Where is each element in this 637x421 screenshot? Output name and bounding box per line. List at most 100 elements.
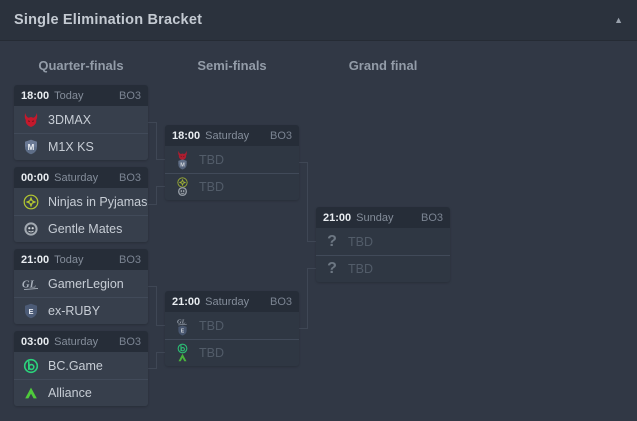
ex-ruby-logo-icon <box>177 325 188 336</box>
match-day: Saturday <box>205 129 250 142</box>
match-format: BO3 <box>118 89 141 102</box>
team-name: ex-RUBY <box>48 304 101 318</box>
bracket-connector <box>157 186 165 187</box>
match-time: 00:00 <box>21 171 50 184</box>
bracket-connector <box>156 352 157 369</box>
match-header: 18:00 Saturday BO3 <box>165 125 299 146</box>
match-header: 21:00 Sunday BO3 <box>316 207 450 228</box>
team-row-gamerlegion[interactable]: GamerLegion <box>14 270 148 297</box>
team-name: TBD <box>348 262 373 276</box>
possible-teams-logos <box>173 344 191 362</box>
match-card-sf1[interactable]: 18:00 Saturday BO3 TBD TBD <box>165 125 299 200</box>
team-name: M1X KS <box>48 140 94 154</box>
match-card-qf3[interactable]: 21:00 Today BO3 GamerLegion ex-RUBY <box>14 249 148 324</box>
team-name: TBD <box>199 318 224 333</box>
gentle-mates-logo-icon <box>22 221 40 237</box>
gentle-mates-logo-icon <box>177 186 188 197</box>
team-name: TBD <box>199 152 224 167</box>
team-row-ninjas-in-pyjamas[interactable]: Ninjas in Pyjamas <box>14 188 148 215</box>
match-format: BO3 <box>269 129 292 142</box>
team-row-gentle-mates[interactable]: Gentle Mates <box>14 215 148 242</box>
round-label-grand-final: Grand final <box>348 58 418 73</box>
match-header: 03:00 Saturday BO3 <box>14 331 148 352</box>
panel-header[interactable]: Single Elimination Bracket ▲ <box>0 0 637 41</box>
team-name: GamerLegion <box>48 276 124 291</box>
ninjas-in-pyjamas-logo-icon <box>22 194 40 210</box>
match-time: 21:00 <box>172 295 201 308</box>
match-format: BO3 <box>118 335 141 348</box>
team-name: TBD <box>199 346 224 360</box>
match-time: 21:00 <box>21 253 50 266</box>
bracket-connector <box>157 325 165 326</box>
team-row-tbd[interactable]: TBD <box>165 312 299 339</box>
possible-teams-logos <box>173 178 191 196</box>
round-label-quarter-finals: Quarter-finals <box>38 58 124 73</box>
match-day: Today <box>54 253 84 266</box>
team-row-ex-ruby[interactable]: ex-RUBY <box>14 297 148 324</box>
bc-game-logo-icon <box>22 358 40 374</box>
team-row-3dmax[interactable]: 3DMAX <box>14 106 148 133</box>
match-time: 18:00 <box>172 129 201 142</box>
team-row-tbd[interactable]: ? TBD <box>316 228 450 255</box>
bracket-connector <box>156 286 157 326</box>
match-day: Saturday <box>205 295 250 308</box>
match-day: Saturday <box>54 171 99 184</box>
bracket-connector <box>299 162 308 163</box>
bracket-connector <box>156 186 157 205</box>
bracket-connector <box>307 268 308 329</box>
ex-ruby-logo-icon <box>22 303 40 319</box>
team-name: Alliance <box>48 386 92 400</box>
team-name: TBD <box>199 180 224 194</box>
team-row-m1x-ks[interactable]: M1X KS <box>14 133 148 160</box>
match-card-sf2[interactable]: 21:00 Saturday BO3 TBD TBD <box>165 291 299 366</box>
bracket-connector <box>148 204 157 205</box>
team-name: Gentle Mates <box>48 222 123 236</box>
match-format: BO3 <box>269 295 292 308</box>
team-name: TBD <box>348 234 373 249</box>
bracket-connector <box>157 352 165 353</box>
match-card-qf4[interactable]: 03:00 Saturday BO3 BC.Game Alliance <box>14 331 148 406</box>
match-card-qf1[interactable]: 18:00 Today BO3 3DMAX M1X KS <box>14 85 148 160</box>
possible-teams-logos <box>173 151 191 169</box>
team-name: 3DMAX <box>48 112 92 127</box>
bracket-connector <box>308 268 316 269</box>
alliance-logo-icon <box>177 352 188 363</box>
team-row-tbd[interactable]: TBD <box>165 339 299 366</box>
m1x-ks-logo-icon <box>177 159 188 170</box>
match-card-qf2[interactable]: 00:00 Saturday BO3 Ninjas in Pyjamas Gen… <box>14 167 148 242</box>
team-row-bc-game[interactable]: BC.Game <box>14 352 148 379</box>
collapse-arrow-icon[interactable]: ▲ <box>614 15 623 25</box>
bracket-connector <box>299 328 308 329</box>
question-mark-icon: ? <box>327 260 337 277</box>
match-day: Saturday <box>54 335 99 348</box>
bracket-connector <box>148 286 157 287</box>
possible-teams-logos <box>173 317 191 335</box>
match-header: 21:00 Today BO3 <box>14 249 148 270</box>
alliance-logo-icon <box>22 385 40 401</box>
team-name: Ninjas in Pyjamas <box>48 194 148 209</box>
bracket-connector <box>156 122 157 160</box>
round-label-semi-finals: Semi-finals <box>197 58 267 73</box>
bracket-body: Quarter-finals Semi-finals Grand final 1… <box>0 42 637 421</box>
match-time: 18:00 <box>21 89 50 102</box>
bracket-connector <box>308 241 316 242</box>
m1x-ks-logo-icon <box>22 139 40 155</box>
bracket-connector <box>307 162 308 242</box>
match-time: 03:00 <box>21 335 50 348</box>
team-row-tbd[interactable]: TBD <box>165 146 299 173</box>
bracket-connector <box>157 159 165 160</box>
team-row-alliance[interactable]: Alliance <box>14 379 148 406</box>
match-format: BO3 <box>118 171 141 184</box>
match-format: BO3 <box>420 211 443 224</box>
match-card-grand-final[interactable]: 21:00 Sunday BO3 ? TBD ? TBD <box>316 207 450 282</box>
match-format: BO3 <box>118 253 141 266</box>
panel-title: Single Elimination Bracket <box>14 12 203 28</box>
team-row-tbd[interactable]: TBD <box>165 173 299 200</box>
question-mark-icon: ? <box>327 232 337 250</box>
team-name: BC.Game <box>48 358 103 373</box>
match-header: 00:00 Saturday BO3 <box>14 167 148 188</box>
match-header: 18:00 Today BO3 <box>14 85 148 106</box>
team-row-tbd[interactable]: ? TBD <box>316 255 450 282</box>
bracket-connector <box>148 368 157 369</box>
